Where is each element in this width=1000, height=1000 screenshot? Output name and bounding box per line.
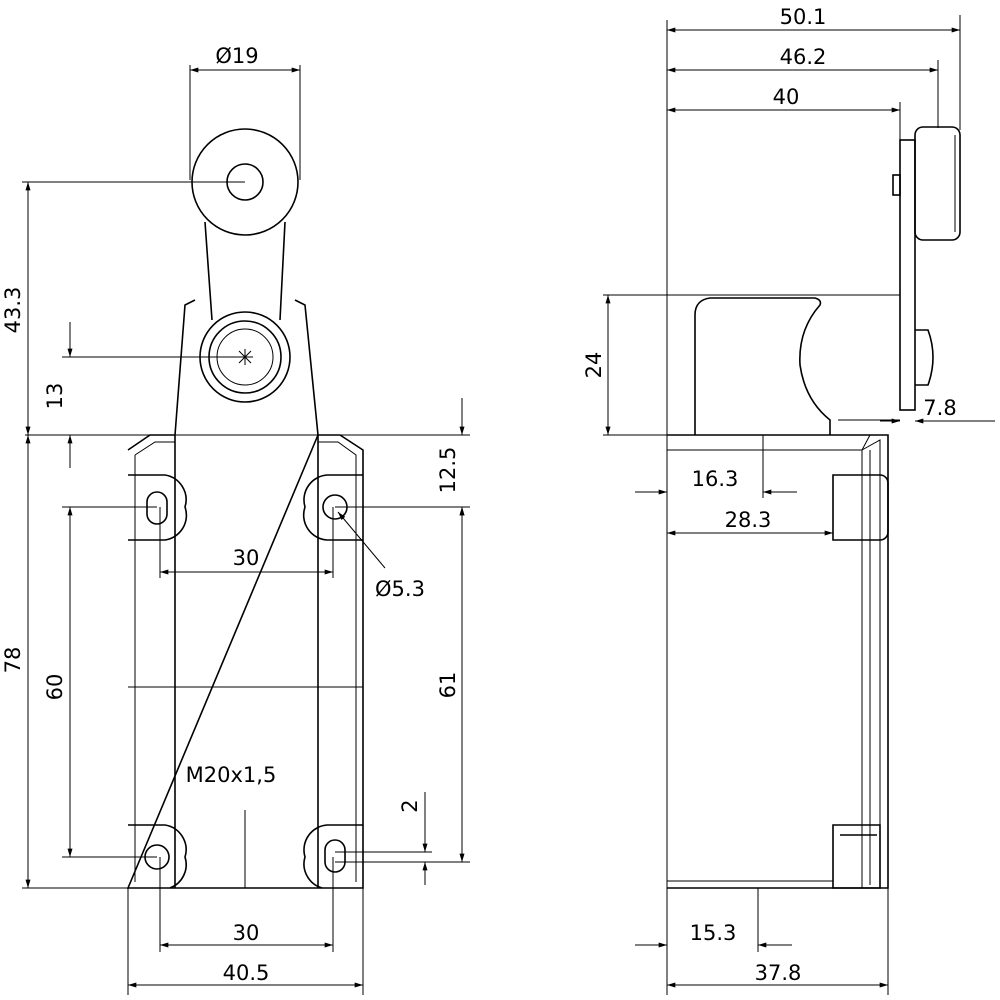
dim-body-depth: 37.8 xyxy=(666,888,889,995)
dim-hole-spacing-bottom: 30 xyxy=(159,857,334,952)
switch-body-side xyxy=(667,434,889,889)
dim-button-offset: 16.3 xyxy=(635,435,797,498)
dim-body-height: 78 xyxy=(1,435,31,889)
dim-slot-offset: 2 xyxy=(335,792,432,885)
dim-head-height: 24 xyxy=(582,295,667,436)
dim-label: 43.3 xyxy=(1,287,25,334)
dim-roller-face: 46.2 xyxy=(666,45,939,128)
dim-hole-spacing-top: 30 xyxy=(159,507,334,578)
dim-hole-vertical-right: 61 xyxy=(335,506,470,863)
mounting-holes xyxy=(128,474,363,889)
dim-label: Ø19 xyxy=(215,44,258,68)
dim-roller-height: 43.3 xyxy=(1,181,245,435)
dim-label: 78 xyxy=(1,647,25,674)
dim-label: 7.8 xyxy=(923,396,956,420)
dim-conduit-offset: 15.3 xyxy=(635,888,792,952)
lever-arm xyxy=(174,128,319,436)
dim-label: 60 xyxy=(43,674,67,701)
side-view: 50.1 46.2 40 24 7.8 16.3 xyxy=(582,5,995,995)
dim-label: 12.5 xyxy=(436,447,460,494)
dim-label: 40.5 xyxy=(223,961,270,985)
dim-label: M20x1,5 xyxy=(186,763,277,787)
dim-label: 13 xyxy=(43,383,67,410)
dim-lever-plate: 40 xyxy=(666,85,901,140)
switch-body-front xyxy=(22,434,470,889)
dim-roller-diameter: Ø19 xyxy=(189,44,301,180)
dim-roller-offset: 7.8 xyxy=(880,396,995,424)
dim-label: 16.3 xyxy=(692,467,739,491)
dim-hole-diameter: Ø5.3 xyxy=(337,511,425,601)
dim-label: 2 xyxy=(398,799,422,812)
dim-button-depth: 28.3 xyxy=(666,508,834,536)
dim-label: 40 xyxy=(773,85,800,109)
dim-label: 15.3 xyxy=(690,921,737,945)
dim-label: 50.1 xyxy=(780,5,827,29)
side-button xyxy=(832,474,889,541)
thread-callout: M20x1,5 xyxy=(186,763,277,888)
dim-label: 61 xyxy=(436,672,460,699)
front-view: Ø19 43.3 13 78 60 12.5 xyxy=(1,44,470,995)
dim-label: 28.3 xyxy=(725,508,772,532)
dim-label: 30 xyxy=(233,921,260,945)
dim-label: 37.8 xyxy=(755,961,802,985)
dim-hub-height: 13 xyxy=(43,322,245,468)
roller-side xyxy=(914,126,961,241)
dim-hole-top-offset: 12.5 xyxy=(335,398,470,525)
dim-body-width: 40.5 xyxy=(127,888,364,995)
dim-hole-vertical-left: 60 xyxy=(43,506,157,858)
dim-label: 24 xyxy=(582,352,606,379)
dim-label: 30 xyxy=(233,546,260,570)
dim-label: 46.2 xyxy=(780,45,827,69)
actuator-head xyxy=(603,294,900,435)
dim-total-depth: 50.1 xyxy=(666,5,961,130)
lever-side xyxy=(892,126,961,411)
dim-label: Ø5.3 xyxy=(375,577,425,601)
